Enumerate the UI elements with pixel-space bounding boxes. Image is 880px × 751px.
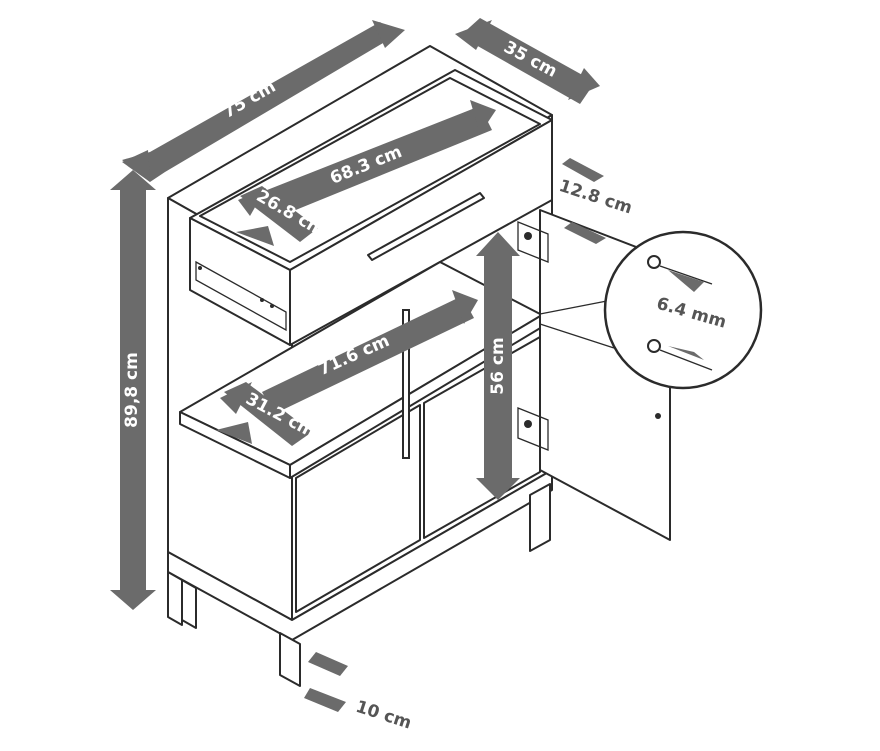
door-handle xyxy=(402,309,410,459)
dim-interior-height: 56 cm xyxy=(476,232,520,500)
svg-text:10 cm: 10 cm xyxy=(353,697,414,734)
svg-text:89,8 cm: 89,8 cm xyxy=(122,352,142,428)
leg-back-right xyxy=(529,483,551,552)
dim-height: 89,8 cm xyxy=(110,170,156,610)
svg-text:56 cm: 56 cm xyxy=(488,337,508,394)
drawer-handle xyxy=(367,192,485,261)
hinge-bottom xyxy=(517,407,549,451)
leg-front-left xyxy=(167,571,183,626)
svg-text:12.8 cm: 12.8 cm xyxy=(556,176,634,218)
hinge-top xyxy=(517,221,549,263)
leg-inner xyxy=(181,579,197,629)
leg-front xyxy=(279,632,301,687)
hole-detail-callout xyxy=(539,230,763,390)
dim-leg-height: 10 cm xyxy=(304,652,414,734)
dim-width: 75 cm xyxy=(122,20,405,182)
